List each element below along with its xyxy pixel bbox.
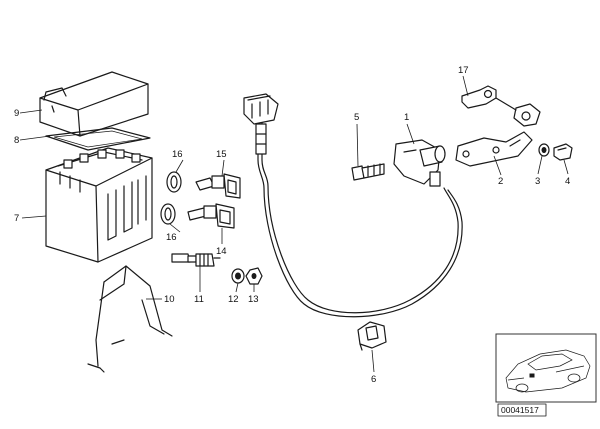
callout-5: 5 [354, 112, 359, 123]
hex-nut [245, 267, 263, 285]
callout-6: 6 [371, 374, 376, 385]
callout-16-upper: 16 [172, 149, 183, 160]
callout-14: 14 [216, 246, 227, 257]
callout-1: 1 [404, 112, 409, 123]
callout-12: 12 [228, 294, 239, 305]
callout-17: 17 [458, 65, 469, 76]
reference-number: 00041517 [501, 405, 539, 415]
bolt-bracket [553, 143, 573, 161]
vehicle-thumbnail: 00041517 [495, 333, 597, 417]
temperature-sensor-upper [195, 173, 241, 199]
callout-2: 2 [498, 176, 503, 187]
sensor-bracket-plate [455, 131, 533, 167]
callout-15: 15 [216, 149, 227, 160]
threaded-sensor [171, 253, 221, 267]
seal-ring-upper [166, 171, 182, 193]
car-sedan-icon [505, 349, 591, 393]
temperature-sensor-lower [187, 203, 235, 229]
relay-box-bracket [87, 265, 173, 373]
relay-box-gasket [45, 127, 151, 151]
callout-9: 9 [14, 108, 19, 119]
leader-lines [19, 75, 569, 373]
callout-7: 7 [14, 213, 19, 224]
callout-labels: 9 8 7 10 16 16 15 14 11 12 13 1 5 17 2 3… [14, 65, 570, 385]
washer-small [538, 143, 550, 157]
relay-box-housing [45, 147, 153, 263]
seal-ring-lower [160, 203, 176, 225]
callout-16-lower: 16 [166, 232, 177, 243]
cable-connector [243, 93, 279, 155]
callout-11: 11 [194, 294, 204, 305]
callout-4: 4 [565, 176, 570, 187]
callout-13: 13 [248, 294, 259, 305]
relay-box-cover [39, 71, 149, 137]
callout-8: 8 [14, 135, 19, 146]
sensor-cable [257, 121, 463, 318]
mounting-bracket [461, 85, 541, 127]
bolt-sensor [351, 163, 385, 181]
callout-10: 10 [164, 294, 175, 305]
cable-clip [357, 321, 387, 351]
washer [231, 268, 245, 284]
crankshaft-sensor [393, 139, 446, 187]
callout-3: 3 [535, 176, 540, 187]
